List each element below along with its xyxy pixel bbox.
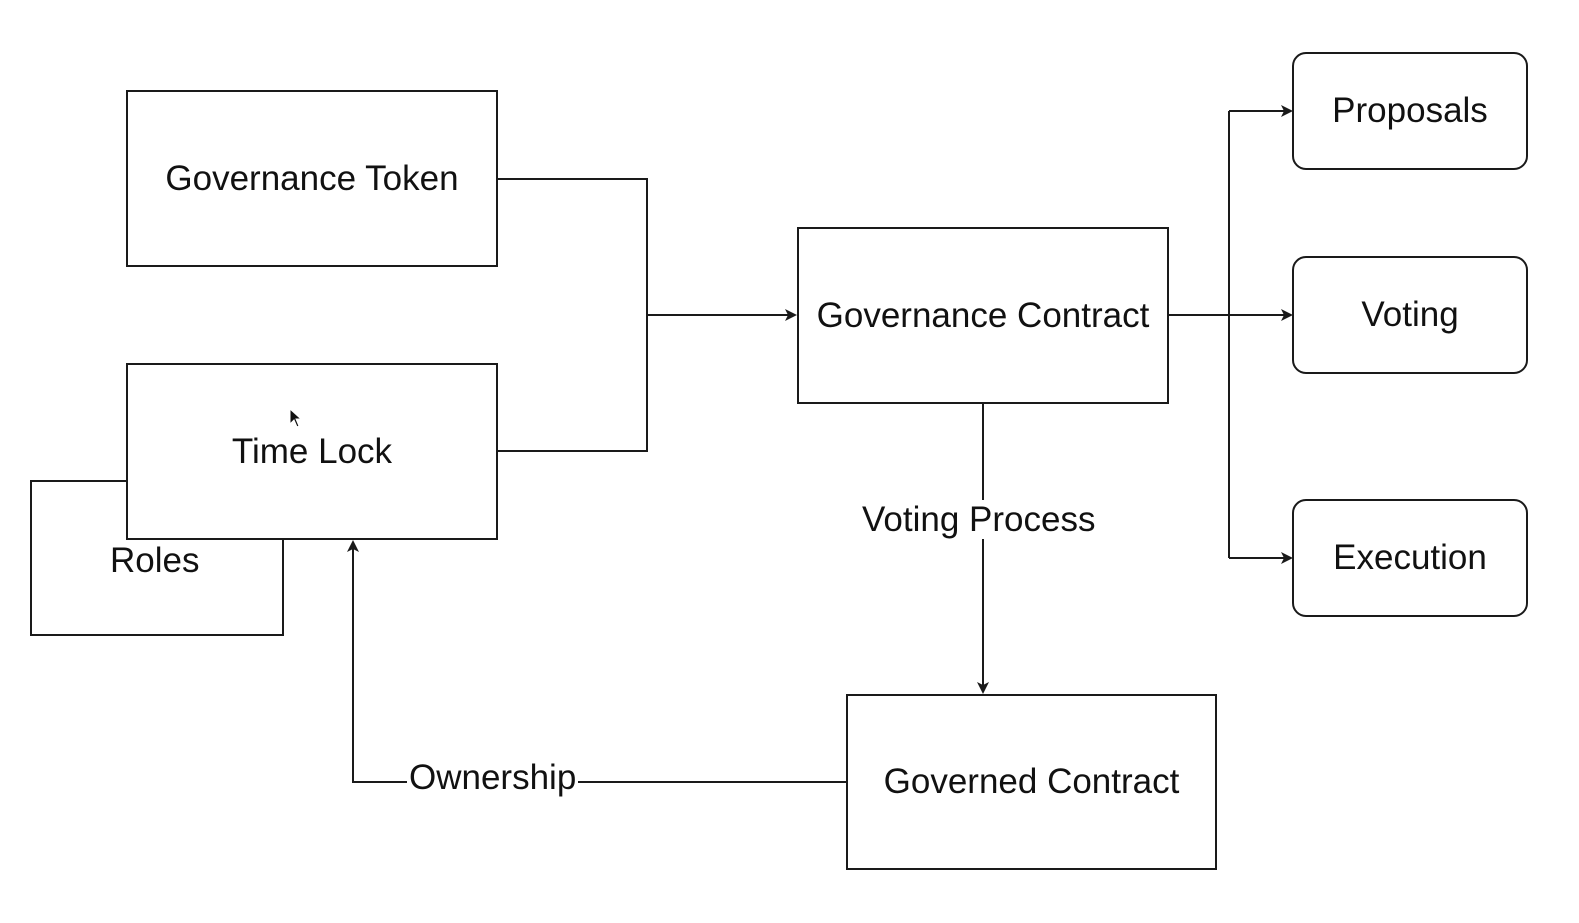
edge-ownership <box>347 540 846 783</box>
proposals-label: Proposals <box>1332 91 1488 130</box>
time-lock-label: Time Lock <box>231 431 393 471</box>
voting-process-label: Voting Process <box>860 500 1098 539</box>
ownership-label: Ownership <box>407 758 579 797</box>
governed-contract-label: Governed Contract <box>883 762 1180 801</box>
proposals-box[interactable]: Proposals <box>1292 52 1528 170</box>
governance-contract-box[interactable]: Governance Contract <box>797 227 1169 404</box>
governance-contract-label: Governance Contract <box>816 295 1150 335</box>
roles-label: Roles <box>110 541 200 580</box>
governance-token-label: Governance Token <box>165 158 459 198</box>
edge-token-to-junction <box>497 178 648 452</box>
governance-token-box[interactable]: Governance Token <box>126 90 498 267</box>
execution-box[interactable]: Execution <box>1292 499 1528 617</box>
voting-label: Voting <box>1361 295 1459 334</box>
execution-label: Execution <box>1333 538 1487 577</box>
time-lock-box[interactable]: Time Lock <box>126 363 498 540</box>
governed-contract-box[interactable]: Governed Contract <box>846 694 1217 870</box>
mouse-pointer-icon <box>289 408 303 428</box>
voting-box[interactable]: Voting <box>1292 256 1528 374</box>
